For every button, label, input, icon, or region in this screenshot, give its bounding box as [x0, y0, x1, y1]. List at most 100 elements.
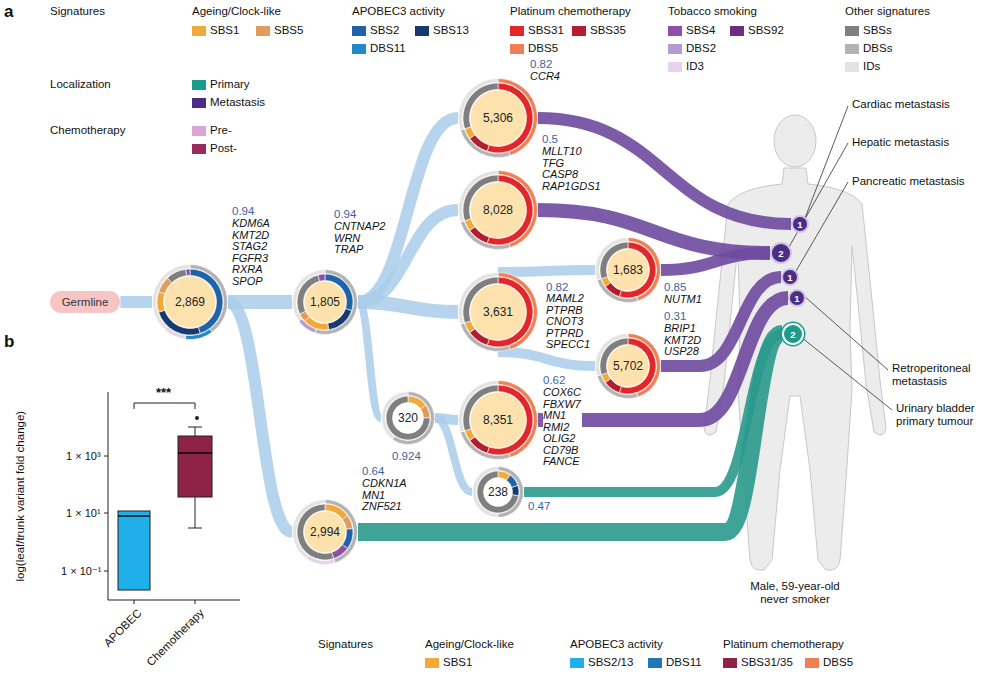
legend-heading: Platinum chemotherapy [723, 638, 845, 651]
donut-center [471, 183, 526, 238]
driver-genes: CDKN1A MN1 ZNF521 [362, 478, 407, 513]
germline-node: Germline [50, 291, 121, 313]
legend-swatch [570, 658, 584, 668]
legend-text: DBS2 [686, 42, 716, 55]
clone-node: 1,805 [292, 269, 358, 335]
donut-center [608, 250, 649, 291]
clone-node: 1,683 [595, 237, 661, 303]
legend-heading: Signatures [50, 5, 106, 18]
category-label: APOBEC [101, 606, 145, 650]
clone-node: 2,869 [152, 264, 228, 340]
legend-entry: Post- [192, 142, 237, 155]
ccf-value: 0.85 [664, 281, 687, 294]
legend-swatch [415, 26, 429, 36]
axis-tick [134, 600, 135, 604]
site-label: Cardiac metastasis [852, 98, 951, 111]
site-marker: 2 [770, 242, 792, 264]
node-text: 8,351 [483, 413, 513, 427]
legend-text: SBS4 [686, 24, 715, 37]
category-label: Chemotherapy [144, 606, 207, 669]
signature-arc [318, 274, 325, 281]
legend-entry: DBSs [845, 42, 892, 55]
branch-band [228, 302, 292, 532]
driver-genes: CCR4 [530, 71, 561, 83]
site-marker: 1 [781, 268, 799, 286]
node-text: 1,683 [613, 263, 643, 277]
legend-text: Primary [210, 78, 250, 91]
signature-arc [186, 269, 190, 276]
legend-entry: SBS2/13 [570, 656, 633, 669]
ccf-value: 0.94 [232, 205, 255, 218]
site-marker: 2 [782, 323, 804, 345]
node-text: 2,869 [175, 295, 205, 309]
legend-entry: SBS5 [256, 24, 303, 37]
branch-band [498, 270, 595, 272]
legend-entry: SBS31 [510, 24, 564, 37]
axis-title: log(leaf/trunk variant fold change) [14, 409, 27, 581]
legend-entry: SBS1 [192, 24, 239, 37]
legend-heading: Signatures [318, 638, 374, 651]
legend-swatch [845, 44, 859, 54]
legend-text: SBS35 [590, 24, 626, 37]
leader-line [801, 337, 892, 410]
legend-text: SBS92 [748, 24, 784, 37]
whisker-cap [188, 427, 202, 428]
legend-swatch [425, 658, 439, 668]
driver-genes: NUTM1 [664, 294, 703, 306]
legend-swatch [352, 26, 366, 36]
whisker [195, 427, 196, 436]
metastasis-band [661, 253, 770, 270]
node-text: 320 [398, 411, 418, 425]
driver-genes: KDM6A KMT2D STAG2 FGFR3 RXRA SPOP [232, 218, 271, 287]
ccf-value: 0.5 [542, 133, 559, 146]
branch-band [358, 118, 458, 302]
legend-entry: IDs [845, 60, 880, 73]
axis-tick [104, 456, 108, 457]
legend-swatch [192, 144, 206, 154]
donut-center [471, 393, 526, 448]
axis-tick [195, 600, 196, 604]
branch-band [120, 296, 152, 308]
clone-node: 5,306 [458, 78, 538, 158]
site-label: Retroperitoneal metastasis [892, 362, 984, 388]
site-label: Pancreatic metastasis [852, 175, 966, 188]
ccf-value: 0.82 [530, 58, 553, 71]
legend-text: DBS5 [528, 42, 558, 55]
legend-swatch [845, 62, 859, 72]
legend-entry: DBS11 [648, 656, 702, 669]
donut-center [471, 91, 526, 146]
tick-label: 1 × 10³ [66, 450, 102, 463]
legend-entry: SBS2 [352, 24, 399, 37]
legend-heading: Tobacco smoking [668, 5, 758, 18]
legend-entry: SBS1 [425, 656, 472, 669]
legend-swatch [256, 26, 270, 36]
signature-arc [386, 396, 430, 440]
whisker-cap [188, 528, 202, 529]
legend-swatch [192, 26, 206, 36]
legend-swatch [352, 44, 366, 54]
legend-text: SBS1 [210, 24, 239, 37]
legend-entry: Pre- [192, 124, 232, 137]
boxplot-panel [104, 392, 240, 604]
clone-node: 238 [472, 466, 524, 518]
donut-center [471, 285, 526, 340]
clone-node: 3,631 [458, 272, 538, 352]
legend-heading: APOBEC3 activity [352, 5, 446, 18]
donut-center [394, 404, 423, 433]
legend-swatch [730, 26, 744, 36]
node-text: Germline [62, 295, 109, 309]
legend-swatch [510, 44, 524, 54]
node-text: 5,702 [613, 359, 643, 373]
clone-node: 8,028 [458, 170, 538, 250]
box [118, 511, 150, 590]
panel-letter: b [4, 332, 15, 351]
legend-heading: Localization [50, 78, 112, 91]
legend-entry: SBS92 [730, 24, 784, 37]
driver-genes: CNTNAP2 WRN TRAP [334, 221, 386, 256]
legend-heading: Ageing/Clock-like [192, 5, 282, 18]
legend-text: SBS31 [528, 24, 564, 37]
branch-band [358, 302, 381, 418]
signature-arc [477, 471, 519, 513]
legend-text: Metastasis [210, 96, 265, 109]
legend-entry: SBS4 [668, 24, 715, 37]
